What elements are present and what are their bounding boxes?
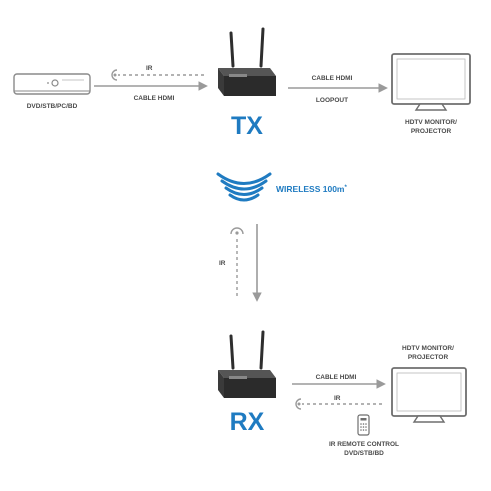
rx-display-label-line1: HDTV MONITOR/	[402, 345, 454, 352]
wireless-signal-icon	[216, 172, 272, 202]
source-player-icon	[13, 73, 91, 95]
tx-display-label-line1: HDTV MONITOR/	[405, 119, 457, 126]
tx-cable-in-label: CABLE HDMI	[134, 95, 175, 102]
tx-loopout-label: LOOPOUT	[316, 97, 348, 104]
rx-cable-label: CABLE HDMI	[316, 374, 357, 381]
wireless-label-text: WIRELESS 100m	[276, 184, 345, 194]
tx-display-icon	[391, 53, 471, 111]
remote-label-line1: IR REMOTE CONTROL	[329, 441, 399, 448]
rx-ir-receiver-icon	[295, 398, 302, 410]
rx-title: RX	[230, 408, 265, 436]
tx-cable-out-label: CABLE HDMI	[312, 75, 353, 82]
wireless-label: WIRELESS 100m*	[276, 184, 348, 194]
rx-display-label-line2: PROJECTOR	[408, 354, 449, 361]
wireless-ir-label: IR	[219, 260, 226, 267]
remote-label-line2: DVD/STB/BD	[344, 450, 384, 457]
tx-title: TX	[231, 112, 263, 140]
rx-display-icon	[391, 367, 467, 423]
wireless-superscript: *	[345, 185, 348, 191]
rx-ir-label: IR	[334, 395, 341, 402]
wireless-ir-receiver-icon	[230, 227, 244, 235]
tx-ir-label: IR	[146, 65, 153, 72]
rx-unit-icon	[218, 330, 276, 398]
tx-unit-icon	[218, 27, 276, 96]
tx-ir-receiver-icon	[111, 69, 118, 81]
source-label: DVD/STB/PC/BD	[27, 103, 78, 110]
remote-control-icon	[357, 414, 370, 436]
tx-display-label-line2: PROJECTOR	[411, 128, 452, 135]
